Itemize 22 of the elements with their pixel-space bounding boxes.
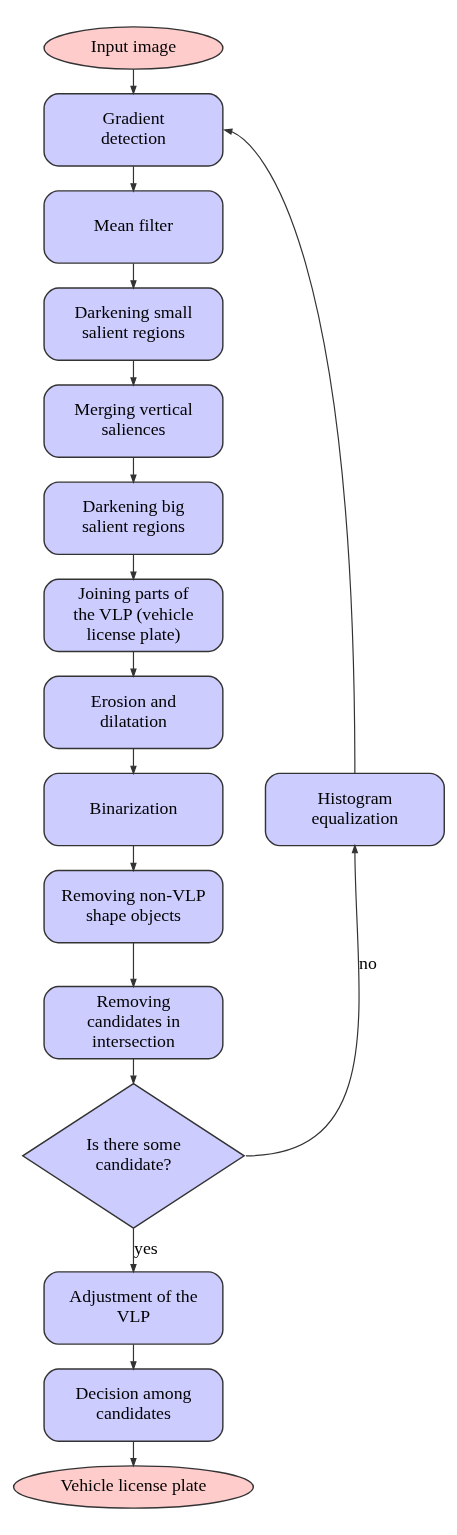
node-diamond: Is there some candidate? (20, 1082, 245, 1229)
node-ellipse: Input image (42, 26, 224, 70)
arrow (222, 128, 355, 774)
node-box: Darkening big salient regions (42, 481, 224, 556)
node-box: Adjustment of the VLP (42, 1271, 224, 1345)
node-ellipse: Vehicle license plate (12, 1465, 254, 1509)
edge-label: no (358, 952, 377, 973)
node-box: Erosion and dilatation (42, 675, 224, 750)
arrow (244, 843, 360, 1157)
node-box: Darkening small salient regions (42, 287, 224, 361)
node-box: Binarization (42, 772, 224, 847)
node-box: Removing candidates in intersection (42, 985, 224, 1060)
node-box: Histogram equalization (264, 772, 445, 847)
node-box: Mean filter (42, 190, 224, 264)
edge-label: yes (133, 1238, 158, 1259)
arrow (129, 1227, 137, 1274)
node-box: Removing non-VLP shape objects (42, 869, 224, 944)
node-box: Merging vertical saliences (42, 384, 224, 458)
node-box: Joining parts of the VLP (vehicle license plate) (42, 578, 224, 653)
node-box: Decision among candidates (42, 1368, 224, 1442)
arrow (129, 942, 137, 989)
node-box: Gradient detection (42, 93, 224, 167)
